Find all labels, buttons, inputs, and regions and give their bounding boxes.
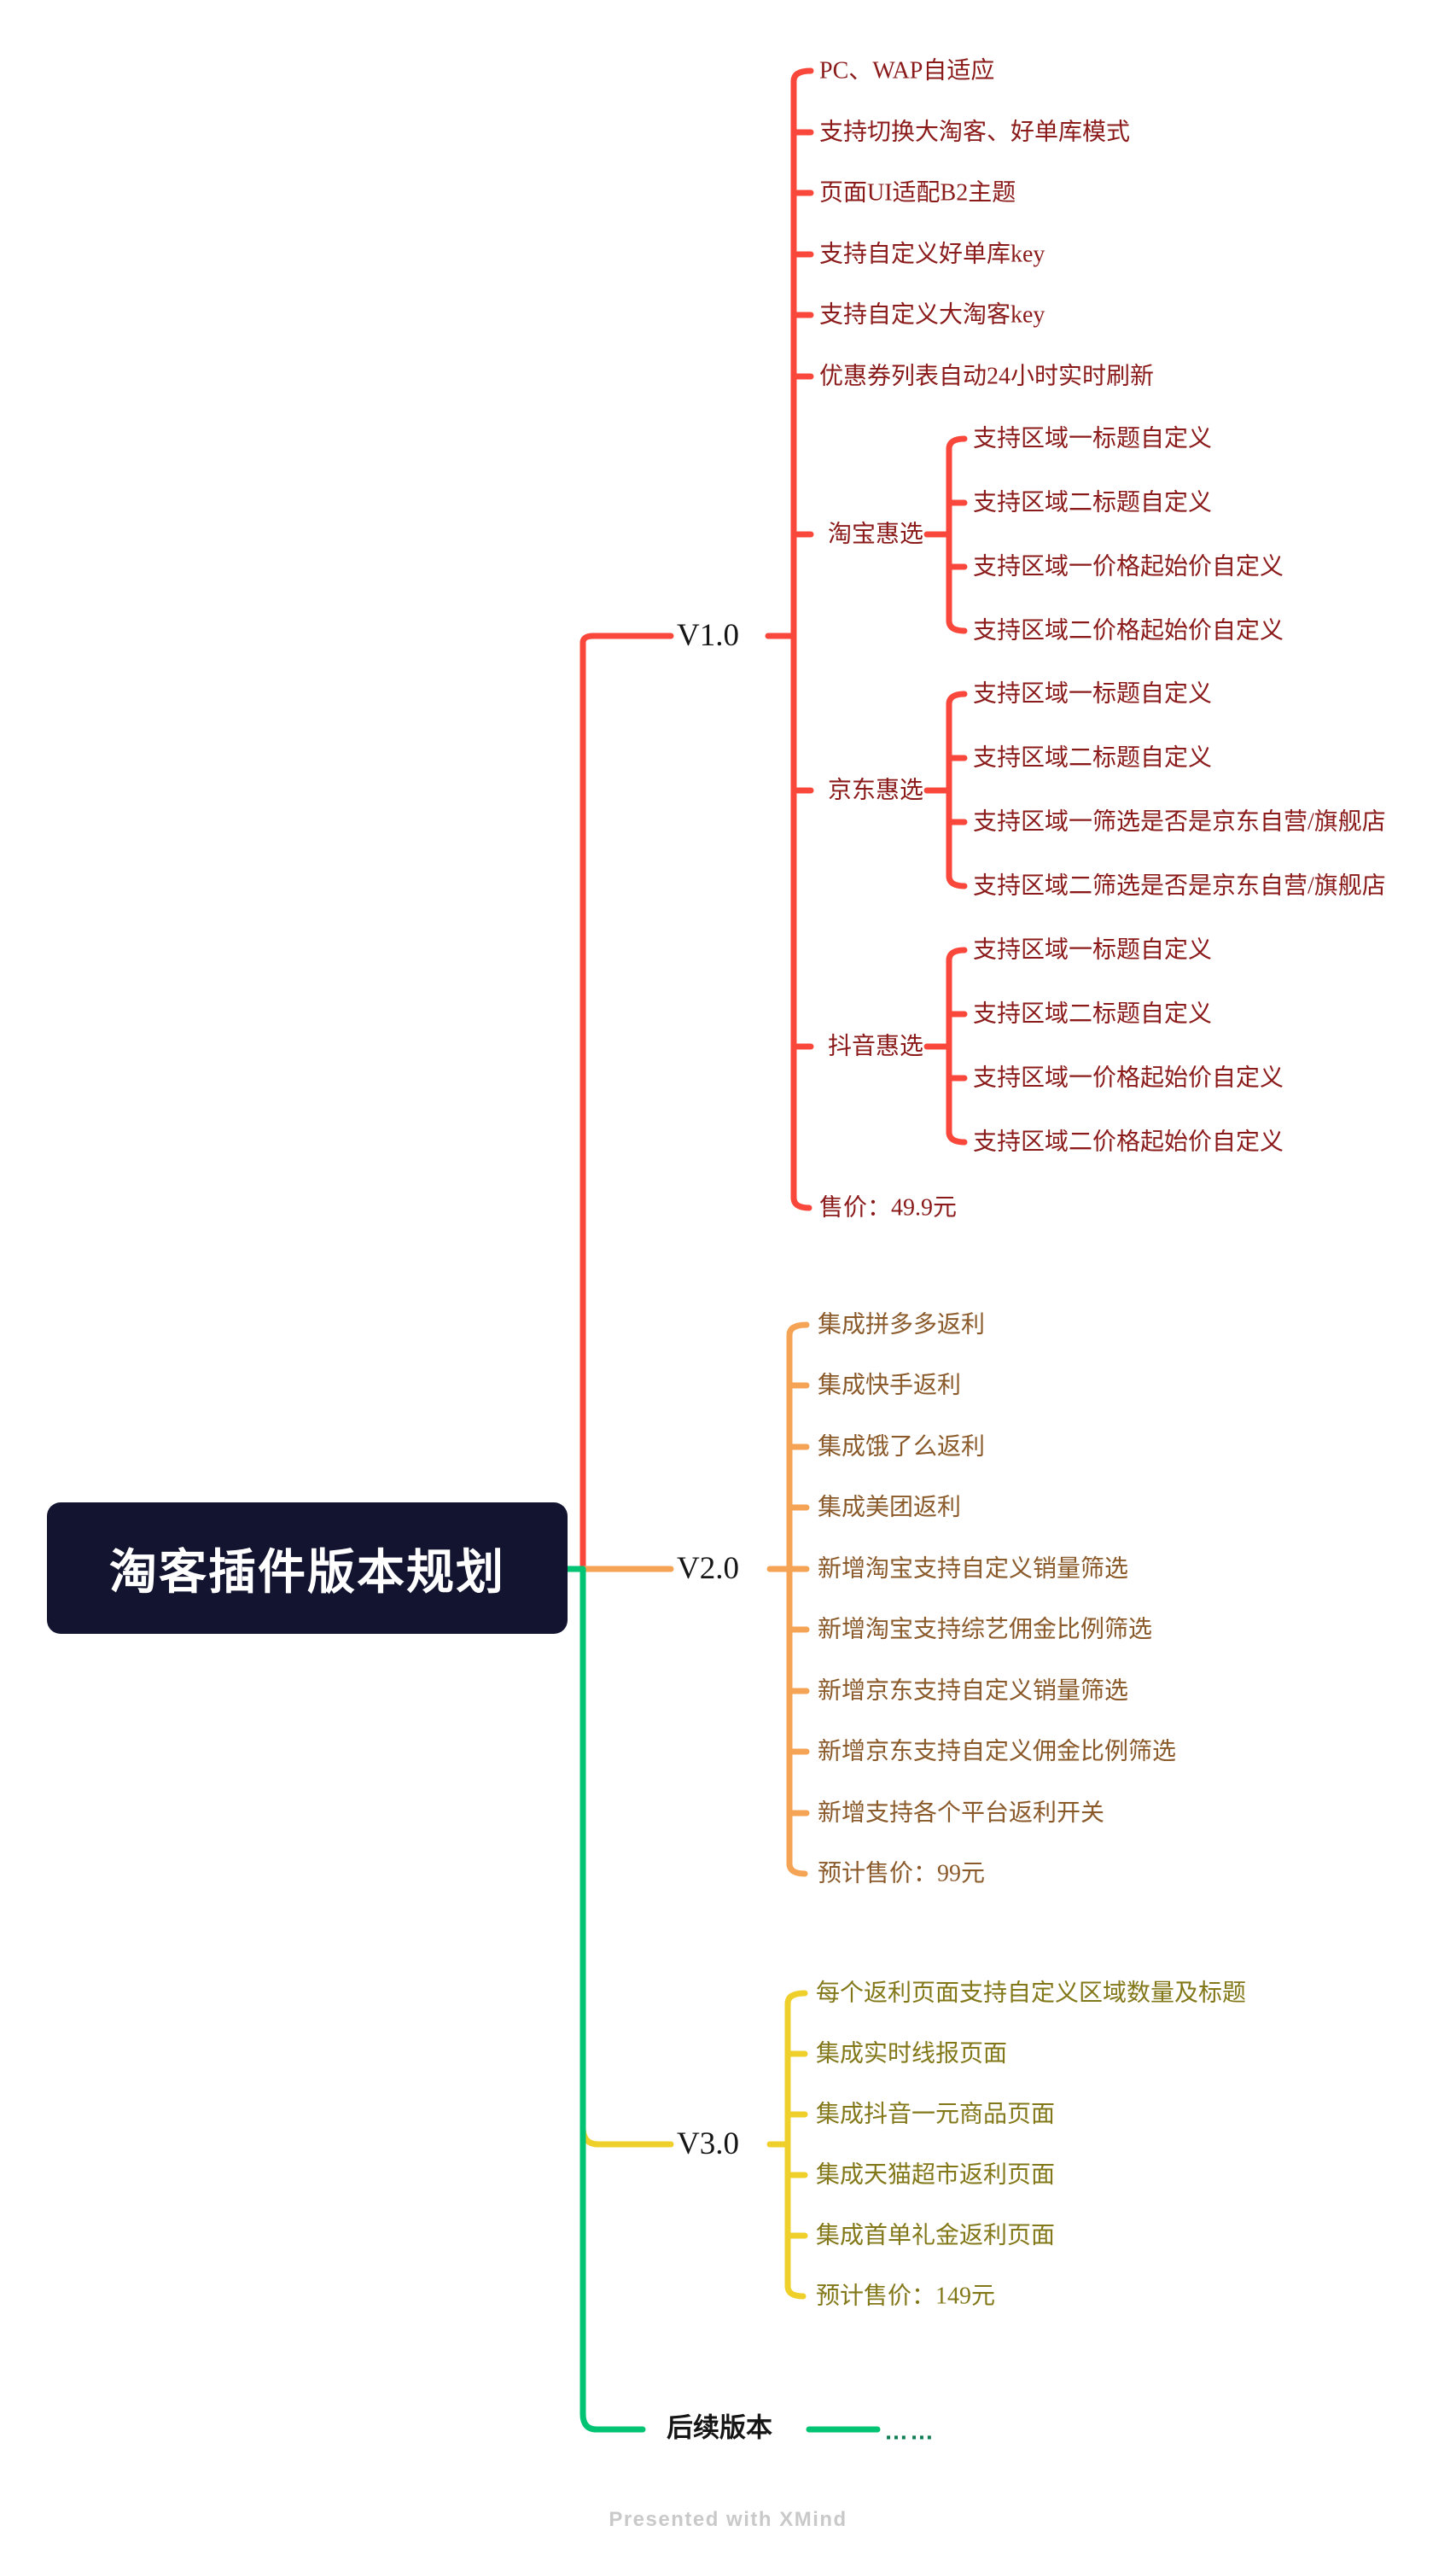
jd-item-2[interactable]: 支持区域一筛选是否是京东自营/旗舰店 <box>973 808 1386 836</box>
v2-item-kuaishou[interactable]: 集成快手返利 <box>818 1372 962 1399</box>
v2-item-pdd[interactable]: 集成拼多多返利 <box>818 1311 986 1338</box>
jd-bracket <box>946 691 968 889</box>
v1-item-switch-mode[interactable]: 支持切换大淘客、好单库模式 <box>819 119 1131 146</box>
v2-bracket-spine <box>786 1321 810 1877</box>
douyin-item-0[interactable]: 支持区域一标题自定义 <box>973 936 1213 964</box>
v2-item-switches[interactable]: 新增支持各个平台返利开关 <box>818 1799 1105 1827</box>
v3-bracket-spine <box>784 1990 808 2300</box>
v3-price[interactable]: 预计售价：149元 <box>816 2283 996 2310</box>
central-topic[interactable]: 淘客插件版本规划 <box>47 1502 568 1634</box>
v2-item-meituan[interactable]: 集成美团返利 <box>818 1494 962 1521</box>
group-douyin-label[interactable]: 抖音惠选 <box>828 1033 924 1060</box>
v3-bracket-ticks <box>784 2050 808 2239</box>
taobao-item-1[interactable]: 支持区域二标题自定义 <box>973 489 1213 516</box>
v1-item-ui-b2[interactable]: 页面UI适配B2主题 <box>819 179 1016 207</box>
v1-bracket-ticks <box>790 129 814 1050</box>
taobao-item-2[interactable]: 支持区域一价格起始价自定义 <box>973 553 1284 580</box>
v3-item-live-feed[interactable]: 集成实时线报页面 <box>816 2040 1008 2067</box>
v1-bracket-spine <box>790 67 814 1211</box>
jd-item-3[interactable]: 支持区域二筛选是否是京东自营/旗舰店 <box>973 872 1386 900</box>
taobao-item-0[interactable]: 支持区域一标题自定义 <box>973 425 1213 452</box>
v3-item-douyin-1yuan[interactable]: 集成抖音一元商品页面 <box>816 2101 1056 2128</box>
v1-item-dtk-key[interactable]: 支持自定义大淘客key <box>819 301 1045 329</box>
v1-trunk-line <box>579 633 674 1572</box>
jd-item-1[interactable]: 支持区域二标题自定义 <box>973 744 1213 772</box>
xmind-watermark: Presented with XMind <box>609 2508 847 2531</box>
v2-item-tb-sales[interactable]: 新增淘宝支持自定义销量筛选 <box>818 1555 1129 1583</box>
branch-v3-label[interactable]: V3.0 <box>677 2126 739 2161</box>
v1-price[interactable]: 售价：49.9元 <box>819 1194 958 1222</box>
v2-price[interactable]: 预计售价：99元 <box>818 1860 986 1887</box>
v1-item-coupon-refresh[interactable]: 优惠券列表自动24小时实时刷新 <box>819 363 1155 390</box>
v2-bracket-ticks <box>786 1382 810 1817</box>
douyin-item-2[interactable]: 支持区域一价格起始价自定义 <box>973 1064 1284 1092</box>
v3-item-first-order[interactable]: 集成首单礼金返利页面 <box>816 2222 1056 2249</box>
v2-item-eleme[interactable]: 集成饿了么返利 <box>818 1433 986 1461</box>
v1-item-hdk-key[interactable]: 支持自定义好单库key <box>819 241 1045 268</box>
next-child-topic[interactable]: …… <box>884 2417 935 2445</box>
taobao-item-3[interactable]: 支持区域二价格起始价自定义 <box>973 617 1284 644</box>
v1-item-pc-wap[interactable]: PC、WAP自适应 <box>819 57 995 85</box>
douyin-item-3[interactable]: 支持区域二价格起始价自定义 <box>973 1128 1284 1156</box>
douyin-bracket <box>946 947 968 1146</box>
v2-item-jd-commission[interactable]: 新增京东支持自定义佣金比例筛选 <box>818 1738 1177 1765</box>
v3-item-tmall-market[interactable]: 集成天猫超市返利页面 <box>816 2161 1056 2189</box>
branch-v1-label[interactable]: V1.0 <box>677 617 739 653</box>
branch-next-label[interactable]: 后续版本 <box>667 2412 772 2443</box>
douyin-item-1[interactable]: 支持区域二标题自定义 <box>973 1000 1213 1028</box>
next-trunk-line <box>562 1566 646 2433</box>
v2-item-jd-sales[interactable]: 新增京东支持自定义销量筛选 <box>818 1677 1129 1705</box>
taobao-bracket <box>946 435 968 634</box>
group-taobao-label[interactable]: 淘宝惠选 <box>828 521 924 548</box>
v2-item-tb-commission[interactable]: 新增淘宝支持综艺佣金比例筛选 <box>818 1616 1153 1643</box>
jd-item-0[interactable]: 支持区域一标题自定义 <box>973 680 1213 708</box>
v3-item-custom-areas[interactable]: 每个返利页面支持自定义区域数量及标题 <box>816 1980 1247 2007</box>
branch-v2-label[interactable]: V2.0 <box>677 1550 739 1586</box>
v3-trunk-line <box>579 2124 674 2148</box>
group-jd-label[interactable]: 京东惠选 <box>828 777 924 804</box>
